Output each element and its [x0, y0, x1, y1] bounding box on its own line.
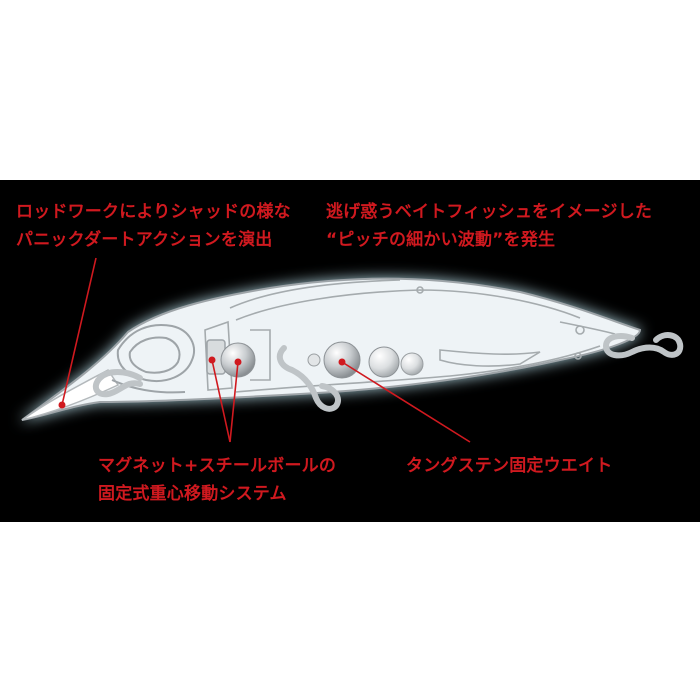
callout-tungsten-weight-line-1: タングステン固定ウエイト — [406, 456, 613, 476]
callout-pitch-wave-line-2: “ピッチの細かい波動”を発生 — [326, 230, 556, 250]
callout-rod-action-line-2: パニックダートアクションを演出 — [16, 230, 273, 250]
tungsten-weight-3 — [400, 352, 424, 376]
line-tie-front — [92, 369, 143, 398]
callout-pitch-wave: 逃げ惑うベイトフィッシュをイメージした “ピッチの細かい波動”を発生 — [326, 198, 652, 254]
hook-eye-tail — [602, 332, 684, 359]
hook-eye-belly — [276, 345, 342, 412]
callout-weight-transfer-line-2: 固定式重心移動システム — [98, 484, 287, 504]
callout-weight-transfer: マグネット+スチールボールの 固定式重心移動システム — [98, 452, 336, 508]
diagram-panel: ロッドワークによりシャッドの様な パニックダートアクションを演出 逃げ惑うベイト… — [0, 180, 700, 522]
callout-pitch-wave-line-1: 逃げ惑うベイトフィッシュをイメージした — [326, 202, 653, 222]
tungsten-weight-2 — [368, 346, 400, 378]
small-bead — [307, 353, 321, 367]
callout-weight-transfer-line-1: マグネット+スチールボールの — [98, 456, 337, 476]
callout-dots — [58, 356, 346, 409]
callout-rod-action-line-1: ロッドワークによりシャッドの様な — [16, 202, 291, 222]
callout-tungsten-weight: タングステン固定ウエイト — [406, 452, 612, 480]
callout-lines — [61, 257, 471, 443]
lure-illustration — [21, 257, 684, 443]
callout-rod-action: ロッドワークによりシャッドの様な パニックダートアクションを演出 — [16, 198, 291, 254]
lure-frame — [204, 279, 616, 393]
